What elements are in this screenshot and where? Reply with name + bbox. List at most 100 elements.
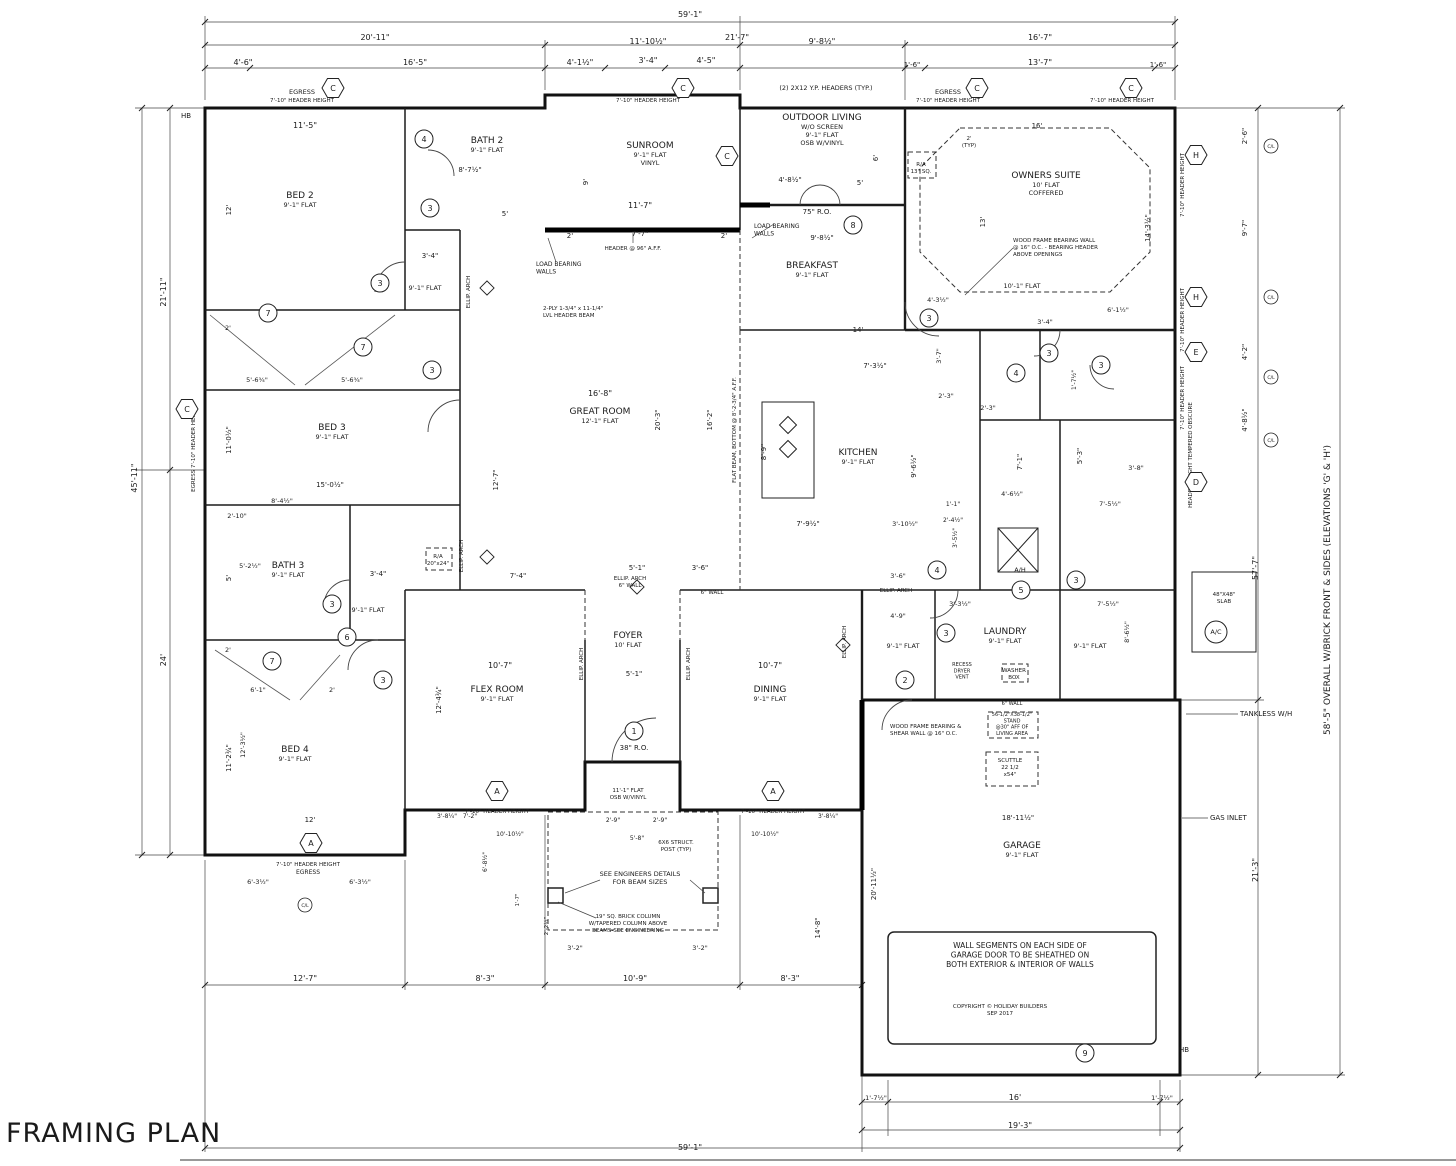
plan-label: 24'	[159, 654, 168, 666]
window-type-letter: D	[1193, 478, 1199, 487]
window-type-hex	[321, 78, 345, 98]
plan-label: 6X6 STRUCT.POST (TYP)	[658, 840, 694, 853]
room-name: BED 3	[318, 423, 345, 433]
room-ceiling: VINYL	[641, 159, 660, 167]
plan-label: 57'-7"	[1251, 556, 1260, 580]
plan-label: GAS INLET	[1210, 814, 1248, 822]
keynote-circle	[927, 560, 947, 580]
plan-label: 5'	[857, 179, 863, 187]
room-name: DINING	[754, 685, 787, 695]
plan-label: 10'-7"	[758, 661, 782, 670]
room-name: GREAT ROOM	[570, 407, 631, 417]
plan-label: 59'-1"	[678, 10, 702, 19]
keynote-circle	[337, 627, 357, 647]
room-ceiling: COFFERED	[1029, 189, 1064, 197]
room-ceiling: 9'-1" FLAT	[279, 755, 312, 763]
keynote-number: 3	[1098, 361, 1103, 370]
arch-symbols	[479, 280, 851, 653]
keynote-circle	[1066, 570, 1086, 590]
plan-label: 5'	[502, 210, 508, 218]
plan-label: HB	[181, 112, 191, 120]
plan-label: 48"X48"SLAB	[1213, 592, 1236, 605]
window-type-hex	[299, 833, 323, 853]
plan-label: 20'-3"	[654, 409, 662, 430]
plan-label: 7'-10" HEADER HEIGHT	[465, 809, 530, 815]
plan-label: 3'-7"	[935, 348, 943, 363]
plan-label: 8'-3"	[781, 974, 800, 983]
room-name: LAUNDRY	[984, 627, 1027, 637]
plan-label: 2'-4½"	[943, 517, 963, 524]
room-name: OUTDOOR LIVING	[782, 113, 862, 123]
plan-label: 3'-8¼"	[437, 813, 457, 820]
interior-walls	[205, 108, 1175, 810]
window-type-hex	[175, 399, 199, 419]
plan-label: 2'-6"	[1241, 128, 1249, 145]
plan-label: 12'-3½"	[239, 732, 247, 758]
plan-label: 11'-5"	[293, 121, 317, 130]
plan-label: 2'	[225, 646, 231, 654]
plan-label: 11'-7"	[628, 201, 652, 210]
plan-label: 58'-5" OVERALL W/BRICK FRONT & SIDES (EL…	[1323, 445, 1333, 735]
room-ceiling: 9'-1" FLAT	[806, 131, 839, 139]
plan-label: 3'-8¼"	[818, 813, 838, 820]
plan-label: 2'-10"	[227, 512, 247, 520]
plan-label: 21'-7"	[725, 33, 749, 42]
plan-label: 14'	[853, 326, 864, 334]
room-ceiling: 9'-1" FLAT	[754, 695, 787, 703]
window-type-hex	[715, 146, 739, 166]
room-ceiling: 9'-1" FLAT	[284, 201, 317, 209]
room-ceiling: 10' FLAT	[1032, 181, 1060, 189]
plan-label: 4'-6½"	[1001, 490, 1023, 498]
room-ceiling: 9'-1" FLAT	[471, 146, 504, 154]
room-name: BATH 3	[272, 561, 304, 571]
centerline-text: C/L	[1267, 375, 1275, 381]
plan-label: FLAT BEAM, BOTTOM @ 8'-2-3/4" A.F.F.	[732, 377, 738, 483]
keynote-circle	[414, 129, 434, 149]
keynote-number: 1	[631, 727, 636, 736]
plan-label: 10'-1" FLAT	[1003, 282, 1040, 290]
plan-label: 7'-3½"	[863, 362, 886, 370]
plan-label: 45'-11"	[130, 463, 139, 492]
plan-label: 8'-7½"	[458, 166, 481, 174]
plan-label: 4'-2"	[1241, 344, 1249, 361]
window-type-letter: C	[680, 84, 686, 93]
centerline-symbol	[1263, 138, 1279, 154]
plan-label: 1'-7½"	[865, 1094, 887, 1102]
plan-label: EGRESS 7'-10" HEADER HEIGHT	[191, 404, 197, 492]
room-ceiling: 9'-1" FLAT	[842, 458, 875, 466]
plan-label: 1'-7½"	[1151, 1094, 1173, 1102]
room-ceiling: 9'-1" FLAT	[272, 571, 305, 579]
keynote-number: 8	[850, 221, 855, 230]
plan-label: ELLIP. ARCH	[466, 276, 472, 308]
room-name: OWNERS SUITE	[1011, 171, 1081, 181]
keynote-number: 4	[934, 566, 939, 575]
plan-label: 4'-8½"	[1241, 408, 1249, 431]
room-name: BATH 2	[471, 136, 503, 146]
plan-label: 3'-10½"	[892, 520, 918, 528]
window-type-letter: A	[770, 787, 776, 796]
keynote-circle	[919, 308, 939, 328]
plan-label: 3'-2"	[567, 944, 582, 952]
keynote-number: 6	[344, 633, 349, 642]
plan-label: 4'-1½"	[567, 58, 594, 67]
plan-label: 10'-9"	[623, 974, 647, 983]
keynote-number: 7	[265, 309, 270, 318]
plan-label: 12'-7"	[492, 469, 500, 490]
plan-label: 7'-10" HEADER HEIGHT	[1180, 152, 1186, 217]
plan-label: 2'-3"	[980, 404, 995, 412]
plan-label: 8'-9"	[760, 444, 768, 461]
plan-label: 3'-5½"	[952, 528, 959, 548]
plan-label: 1'-7½"	[1071, 370, 1078, 390]
plan-label: 16'-8"	[588, 389, 612, 398]
sheet-title: FRAMING PLAN	[6, 1118, 221, 1149]
centerline-symbol	[1263, 289, 1279, 305]
plan-label: 6'	[872, 155, 880, 161]
dimension-lines	[135, 16, 1345, 1152]
load-bearing-walls	[545, 202, 865, 810]
plan-label: ELLIP. ARCH	[459, 540, 465, 572]
